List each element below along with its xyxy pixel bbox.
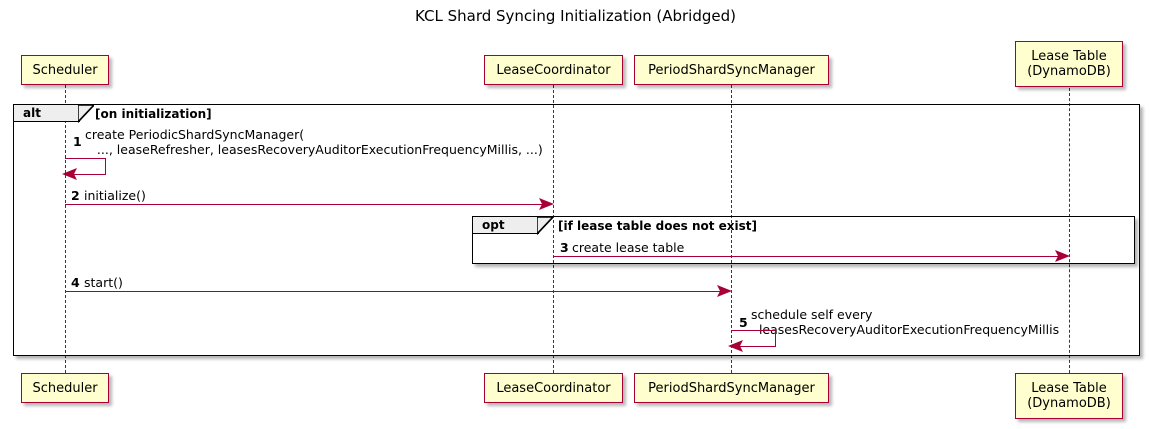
fragment-opt <box>472 216 1135 264</box>
fragment-alt-tab-notch <box>78 105 94 123</box>
message-4-line <box>65 291 727 292</box>
diagram-title: KCL Shard Syncing Initialization (Abridg… <box>415 7 736 25</box>
participant-label: LeaseCoordinator <box>496 380 611 396</box>
lifeline-scheduler <box>65 85 66 373</box>
participant-label: Lease Table (DynamoDB) <box>1027 49 1111 79</box>
fragment-operator-label: alt <box>23 106 41 120</box>
participant-periodshardsyncmanager-top[interactable]: PeriodShardSyncManager <box>634 55 829 85</box>
fragment-alt-operator: alt <box>14 105 80 122</box>
message-5-self-loop <box>731 330 776 347</box>
message-4-arrowhead <box>717 285 732 297</box>
participant-scheduler-bottom[interactable]: Scheduler <box>21 373 109 403</box>
message-3-line <box>553 256 1065 257</box>
fragment-opt-guard: [if lease table does not exist] <box>558 219 758 233</box>
participant-label: PeriodShardSyncManager <box>648 380 815 396</box>
lifeline-leasetable <box>1069 88 1070 373</box>
participant-scheduler-top[interactable]: Scheduler <box>21 55 109 85</box>
participant-leasecoordinator-top[interactable]: LeaseCoordinator <box>484 55 623 85</box>
message-5-label: schedule self every leasesRecoveryAudito… <box>751 307 1060 337</box>
participant-label: Scheduler <box>32 62 98 78</box>
fragment-alt-guard: [on initialization] <box>95 107 212 121</box>
message-5-arrowhead <box>728 340 743 352</box>
message-2-label: initialize() <box>84 188 146 203</box>
message-5-seq: 5 <box>739 315 748 330</box>
message-4-seq: 4 <box>71 275 80 290</box>
lifeline-periodshardsyncmanager <box>731 85 732 373</box>
message-4-label: start() <box>84 275 123 290</box>
lifeline-leasecoordinator <box>553 85 554 373</box>
message-2-arrowhead <box>539 198 554 210</box>
participant-label: Scheduler <box>32 380 98 396</box>
fragment-opt-operator: opt <box>473 217 539 234</box>
message-3-seq: 3 <box>560 240 569 255</box>
participant-leasetable-bottom[interactable]: Lease Table (DynamoDB) <box>1015 373 1123 419</box>
fragment-alt <box>13 104 1140 356</box>
message-2-seq: 2 <box>71 188 80 203</box>
message-1-self-loop <box>65 158 106 175</box>
message-1-label: create PeriodicShardSyncManager( ..., le… <box>85 127 543 157</box>
message-3-arrowhead <box>1055 250 1070 262</box>
message-3-label: create lease table <box>572 240 685 255</box>
fragment-opt-tab-notch <box>537 217 553 235</box>
participant-label: PeriodShardSyncManager <box>648 62 815 78</box>
fragment-operator-label: opt <box>482 218 505 232</box>
participant-periodshardsyncmanager-bottom[interactable]: PeriodShardSyncManager <box>634 373 829 403</box>
participant-label: Lease Table (DynamoDB) <box>1027 381 1111 411</box>
participant-leasetable-top[interactable]: Lease Table (DynamoDB) <box>1015 41 1123 87</box>
message-2-line <box>65 204 549 205</box>
participant-leasecoordinator-bottom[interactable]: LeaseCoordinator <box>484 373 623 403</box>
message-1-arrowhead <box>62 168 77 180</box>
message-1-seq: 1 <box>73 134 82 149</box>
participant-label: LeaseCoordinator <box>496 62 611 78</box>
